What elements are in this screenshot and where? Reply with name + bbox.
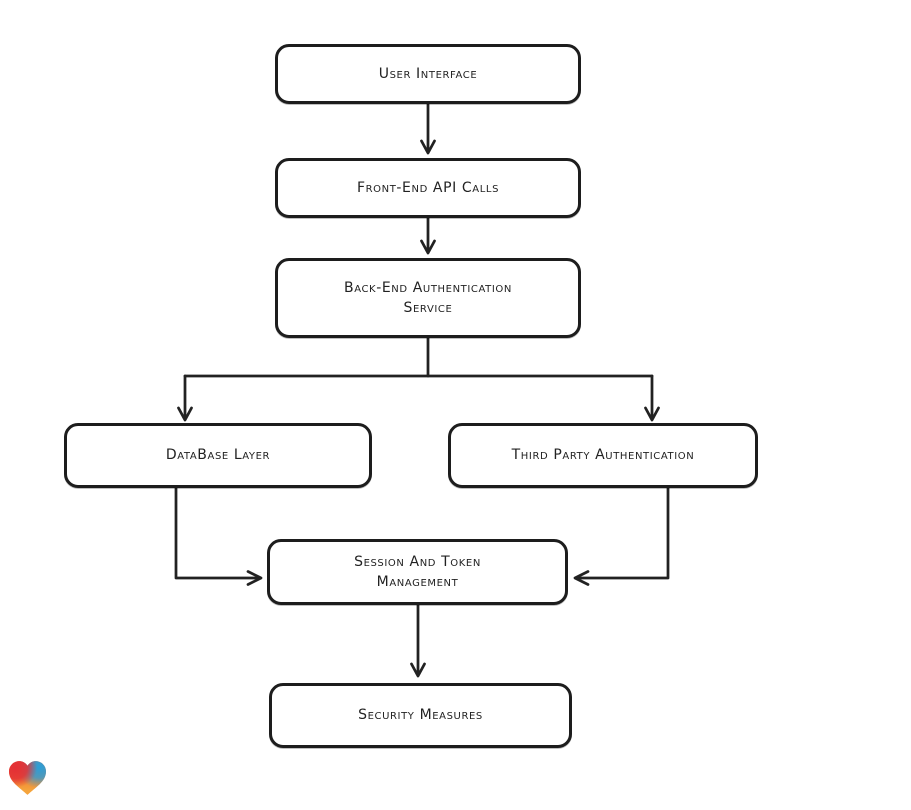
heart-icon — [9, 761, 46, 795]
node-third-party-authentication-label: Third Party Authentication — [511, 447, 695, 464]
node-backend-authentication-service-label: Back-End Authentication Service — [344, 279, 512, 316]
edge-third-party-to-session[interactable] — [573, 483, 670, 586]
node-security-measures-label: Security Measures — [358, 707, 483, 724]
node-third-party-authentication[interactable]: Third Party Authentication — [448, 423, 758, 488]
edge-session-to-security[interactable] — [410, 603, 426, 678]
edge-user-interface-to-frontend-api[interactable] — [420, 102, 436, 155]
node-user-interface-label: User Interface — [378, 65, 478, 82]
node-security-measures[interactable]: Security Measures — [269, 683, 572, 748]
heart-logo[interactable] — [9, 761, 46, 796]
edge-backend-auth-to-third-party[interactable] — [644, 374, 660, 422]
edge-frontend-api-to-backend-auth[interactable] — [420, 216, 436, 255]
node-user-interface[interactable]: User Interface — [275, 44, 581, 104]
node-session-token-management[interactable]: Session And Token Management — [267, 539, 568, 605]
node-frontend-api-calls[interactable]: Front-End API Calls — [275, 158, 581, 218]
node-backend-authentication-service[interactable]: Back-End Authentication Service — [275, 258, 581, 338]
edge-backend-auth-to-database[interactable] — [177, 336, 654, 422]
node-database-layer[interactable]: DataBase Layer — [64, 423, 372, 488]
node-frontend-api-calls-label: Front-End API Calls — [356, 179, 500, 196]
edge-database-to-session[interactable] — [174, 486, 263, 586]
node-session-token-management-label: Session And Token Management — [354, 553, 481, 590]
node-database-layer-label: DataBase Layer — [165, 447, 271, 464]
